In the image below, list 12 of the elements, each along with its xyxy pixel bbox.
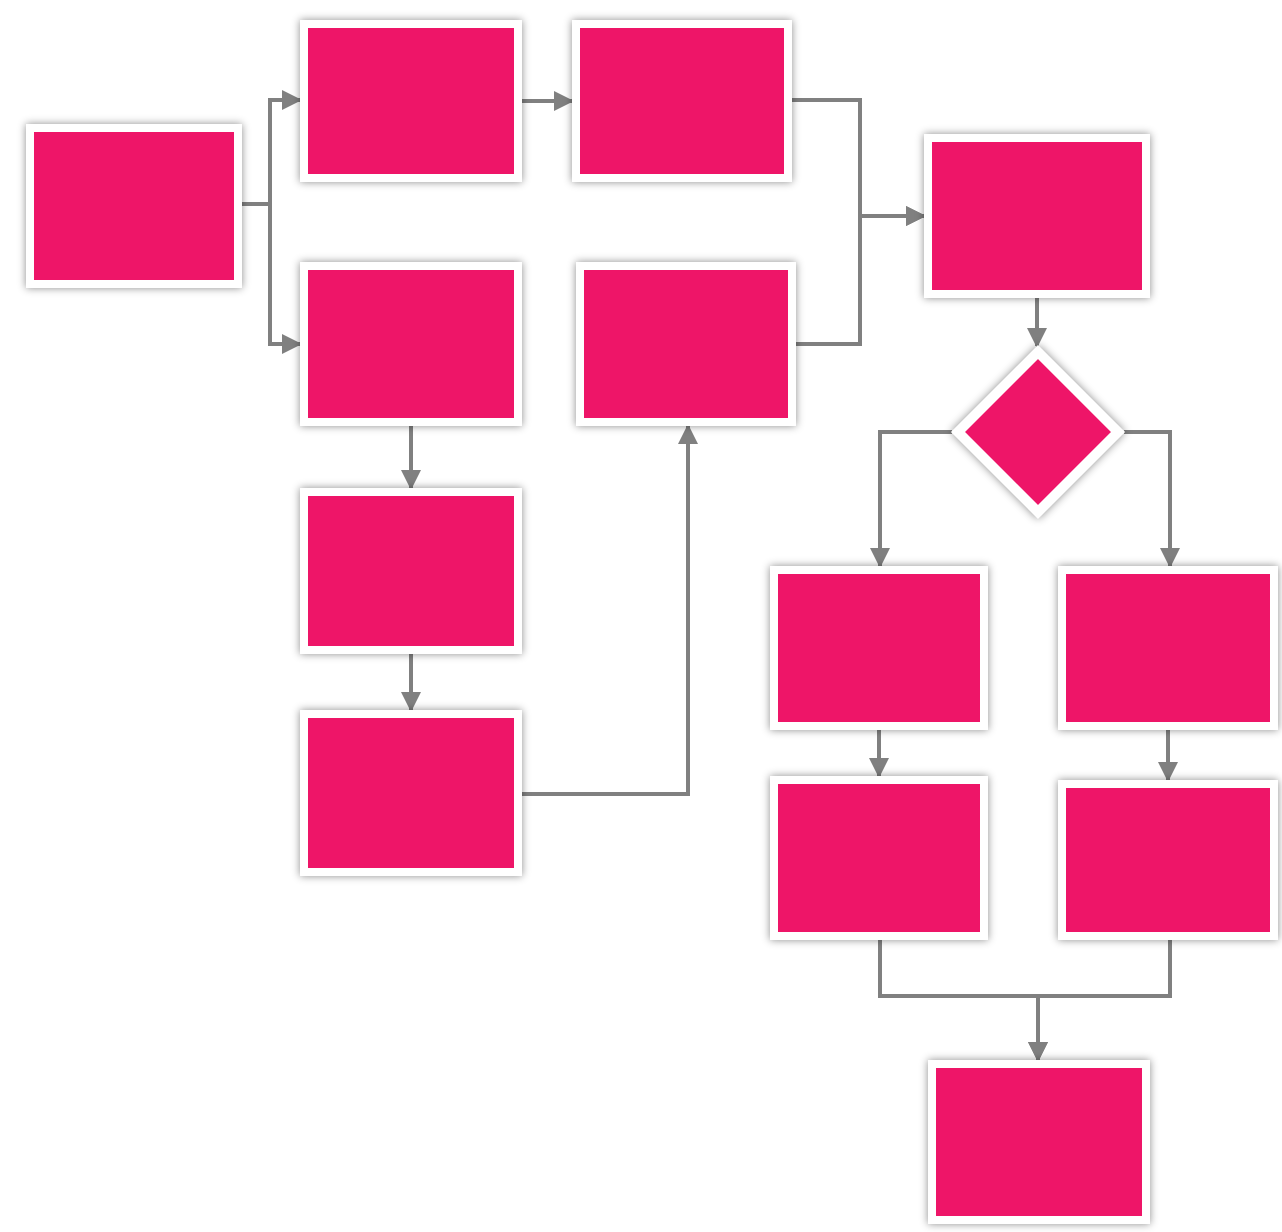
- arrow: [242, 202, 302, 354]
- arrow: [522, 91, 574, 111]
- arrow: [870, 430, 952, 568]
- arrow: [1028, 940, 1172, 1062]
- arrow: [1027, 298, 1047, 348]
- arrow: [522, 424, 698, 796]
- arrow: [1158, 730, 1178, 782]
- arrow: [869, 730, 889, 778]
- arrow: [796, 206, 926, 346]
- arrow: [401, 654, 421, 712]
- arrow: [401, 426, 421, 490]
- arrow: [1124, 430, 1180, 568]
